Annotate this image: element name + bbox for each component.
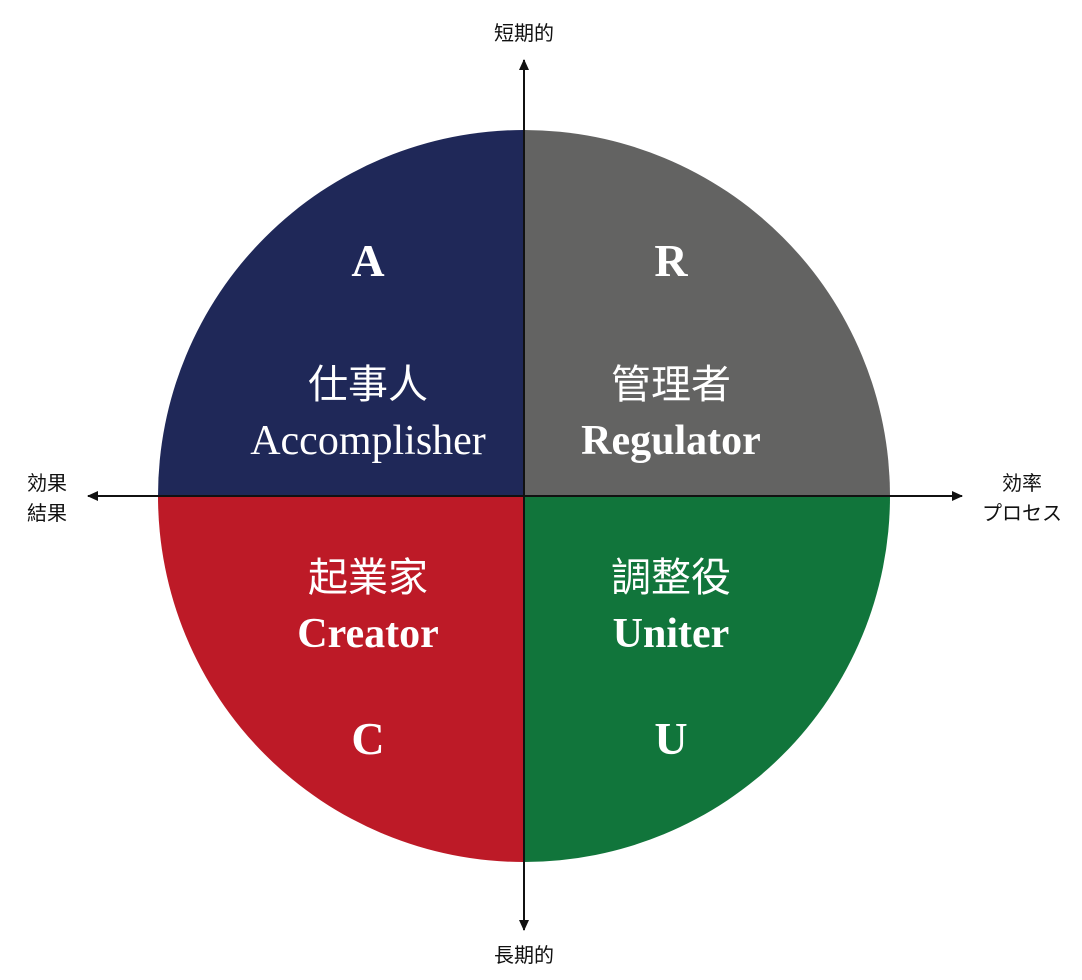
uniter-jp-label: 調整役 bbox=[611, 555, 731, 601]
accomplisher-jp-label: 仕事人 bbox=[308, 362, 428, 408]
quadrant-uniter bbox=[524, 496, 890, 862]
axis-label-left-line1: 効果 bbox=[27, 471, 67, 495]
quadrant-letter-a: A bbox=[351, 235, 384, 286]
creator-en-label: Creator bbox=[297, 611, 438, 657]
accomplisher-en-label: Accomplisher bbox=[250, 418, 486, 464]
quadrant-letter-r: R bbox=[654, 235, 688, 286]
axis-label-right-line2: プロセス bbox=[982, 501, 1062, 525]
regulator-jp-label: 管理者 bbox=[611, 362, 731, 408]
quadrant-regulator bbox=[524, 130, 890, 496]
uniter-en-label: Uniter bbox=[613, 611, 730, 657]
quadrant-accomplisher bbox=[158, 130, 524, 496]
quadrant-letter-u: U bbox=[654, 713, 687, 764]
creator-jp-label: 起業家 bbox=[308, 555, 428, 601]
quadrant-creator bbox=[158, 496, 524, 862]
axis-label-bottom: 長期的 bbox=[494, 943, 554, 967]
regulator-en-label: Regulator bbox=[581, 418, 761, 464]
axis-label-right-line1: 効率 bbox=[1002, 471, 1042, 495]
axis-label-left-line2: 結果 bbox=[27, 501, 67, 525]
axis-label-top: 短期的 bbox=[494, 21, 554, 45]
quadrant-letter-c: C bbox=[351, 713, 384, 764]
